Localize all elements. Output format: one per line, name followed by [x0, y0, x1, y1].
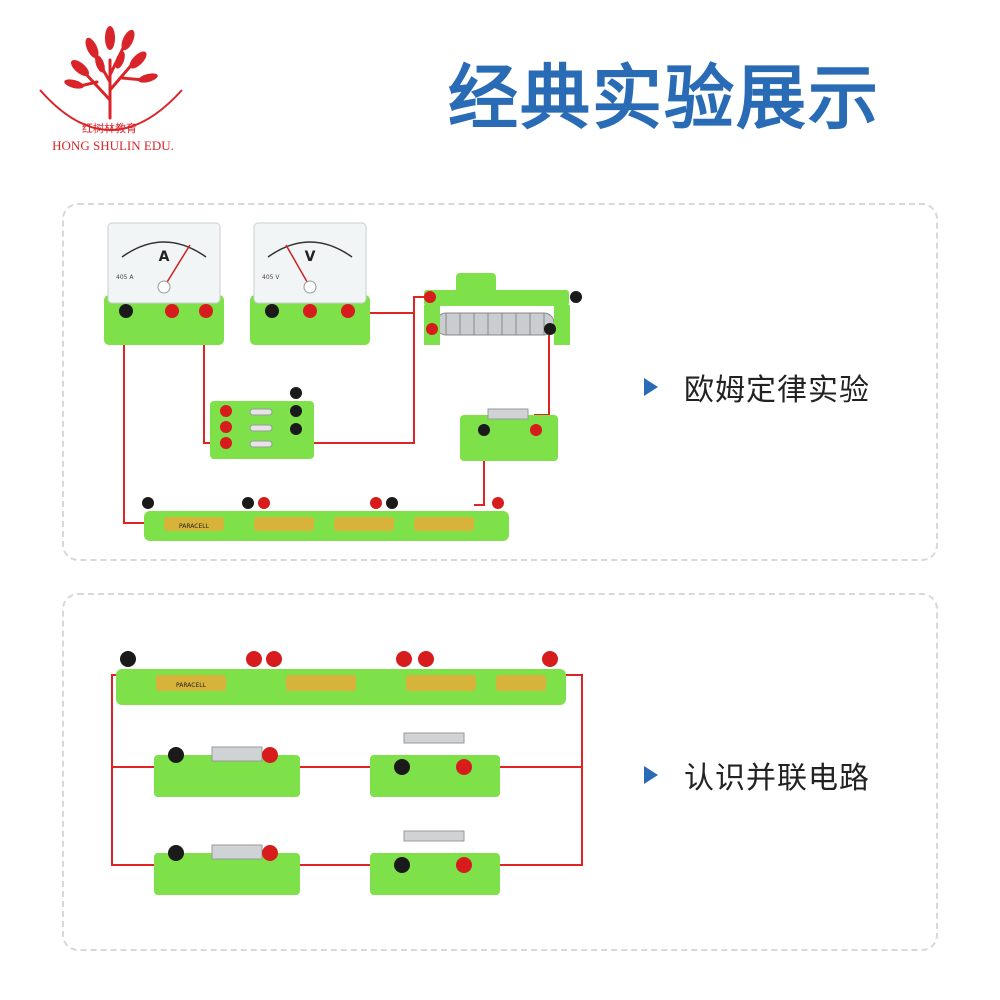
battery-holder: PARACELL [142, 497, 509, 541]
play-arrow-icon [644, 378, 658, 396]
battery-brand: PARACELL [179, 523, 210, 530]
parallel-circuit-illustration: PARACELL [111, 651, 583, 895]
knife-switch [460, 408, 558, 461]
experiment-label-ohms-law: 欧姆定律实验 [644, 365, 870, 409]
experiment-label-text: 认识并联电路 [684, 761, 870, 796]
rheostat [424, 273, 582, 345]
logo-text-en: HONG SHULIN EDU. [52, 138, 174, 153]
voltmeter-corner: 405 V [262, 274, 280, 281]
tree-logo-icon [39, 26, 183, 131]
experiment-label-text: 欧姆定律实验 [684, 373, 870, 408]
experiment-panel-ohms-law: A 405 A V 405 V [62, 203, 938, 561]
ammeter-corner: 405 A [116, 274, 134, 281]
switch-lower-right [370, 830, 500, 895]
page-title: 经典实验展示 [448, 57, 880, 139]
experiment-label-parallel-circuit: 认识并联电路 [644, 753, 870, 797]
switch-upper-right [370, 732, 500, 797]
switch-lower-left [154, 844, 300, 895]
battery-brand: PARACELL [176, 682, 207, 689]
ammeter-letter: A [159, 249, 170, 265]
experiment-panel-parallel-circuit: PARACELL 认识并联电路 [62, 593, 938, 951]
voltmeter-letter: V [305, 249, 316, 265]
logo-text-cn: 红树林教育 [82, 122, 137, 135]
battery-holder: PARACELL [116, 651, 566, 705]
play-arrow-icon [644, 766, 658, 784]
ammeter: A 405 A [104, 222, 224, 345]
voltmeter: V 405 V [250, 222, 370, 345]
brand-logo: 红树林教育 HONG SHULIN EDU. [22, 20, 202, 160]
switch-upper-left [154, 746, 300, 797]
ohms-law-circuit-illustration: A 405 A V 405 V [104, 222, 582, 541]
resistor-board [210, 387, 314, 459]
